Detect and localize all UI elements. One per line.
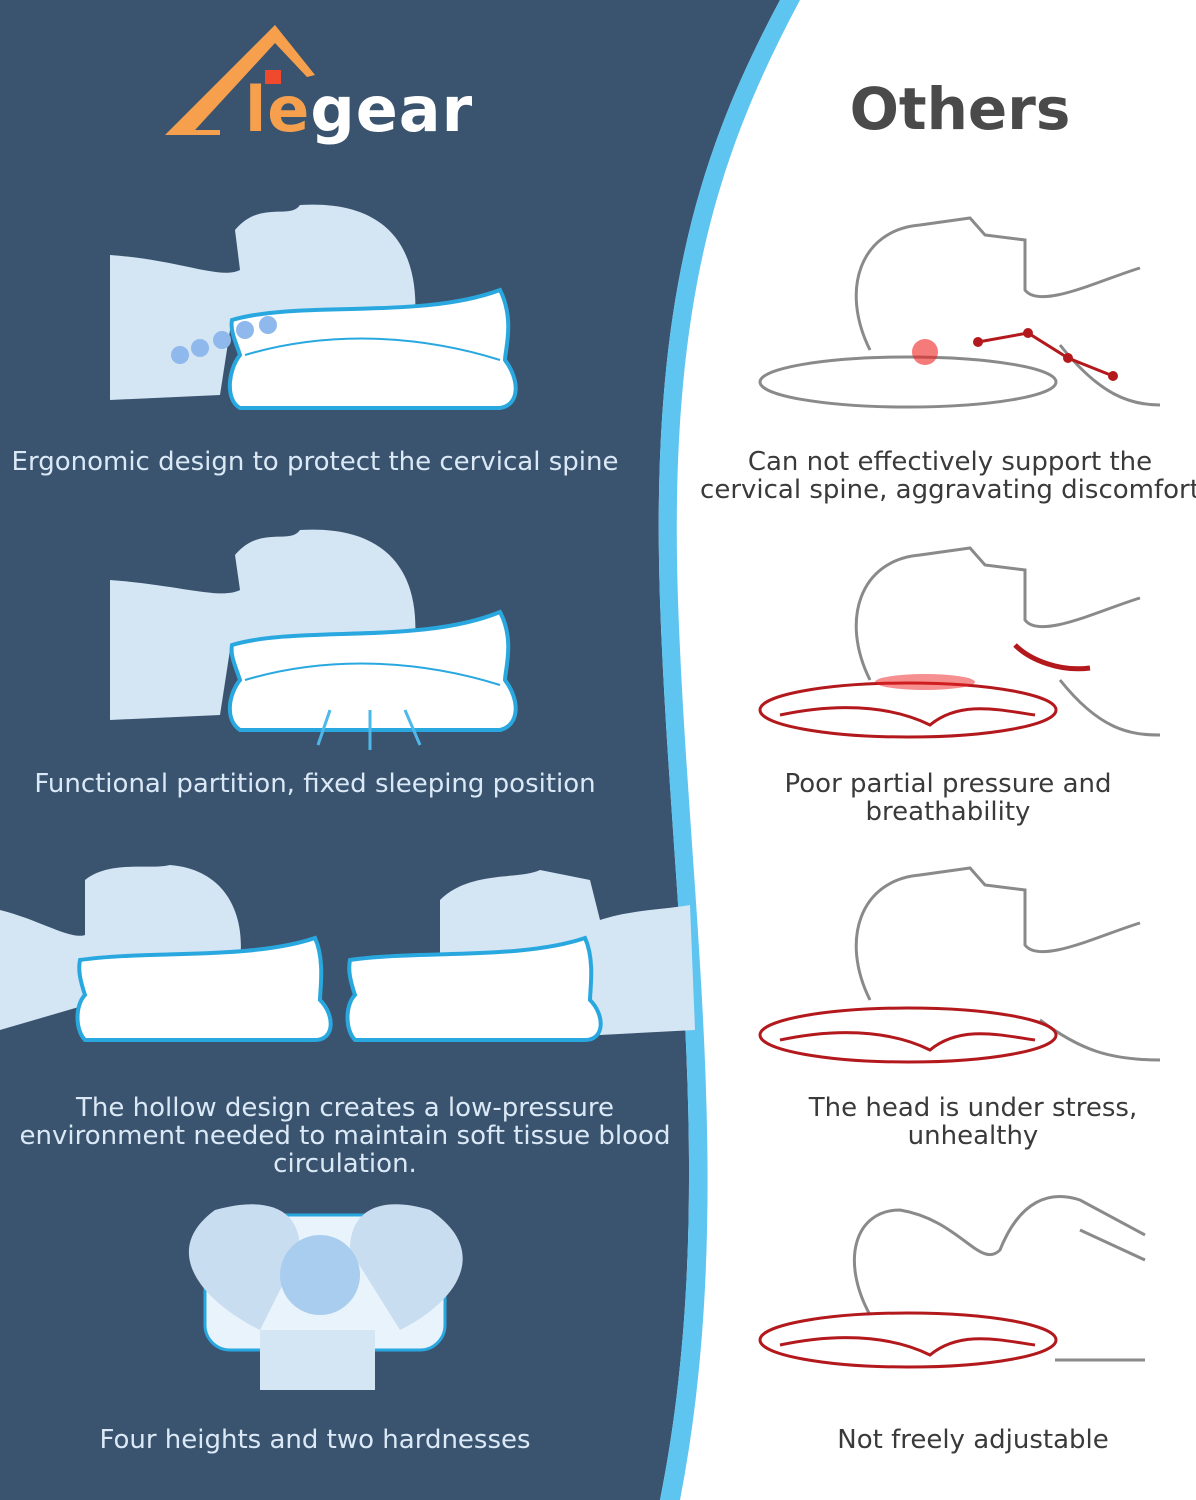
pillow-illustration-1 <box>110 204 518 410</box>
feature-caption-right-4: Not freely adjustable <box>837 1425 1109 1455</box>
pillow-outline-1 <box>758 355 1058 409</box>
feature-caption-right-1: Can not effectively support the cervical… <box>700 447 1196 505</box>
spine-curve <box>977 331 1114 378</box>
pressure-spot <box>875 674 975 690</box>
pillow-illustration-2 <box>110 529 518 750</box>
logo-house-icon <box>165 25 315 135</box>
pillow-illustration-4 <box>188 1204 463 1390</box>
head-outline-4 <box>853 1195 1146 1362</box>
head-outline-2 <box>854 546 1161 737</box>
feature-caption-right-2: Poor partial pressure and breathability <box>784 769 1112 827</box>
pain-spot <box>912 339 938 365</box>
feature-caption-left-1: Ergonomic design to protect the cervical… <box>11 447 619 477</box>
logo-text: legear <box>245 73 474 146</box>
feature-caption-right-3: The head is under stress, unhealthy <box>808 1093 1138 1151</box>
right-illustrations <box>758 216 1161 1369</box>
pillow-illustration-3 <box>0 865 695 1042</box>
feature-caption-left-3: The hollow design creates a low-pressure… <box>19 1093 671 1179</box>
feature-caption-left-4: Four heights and two hardnesses <box>99 1425 531 1455</box>
divider-stripe <box>658 0 800 1500</box>
head-outline-3 <box>854 866 1161 1062</box>
others-title: Others <box>849 75 1071 143</box>
left-illustrations <box>0 204 695 1390</box>
feature-caption-left-2: Functional partition, fixed sleeping pos… <box>34 769 596 799</box>
